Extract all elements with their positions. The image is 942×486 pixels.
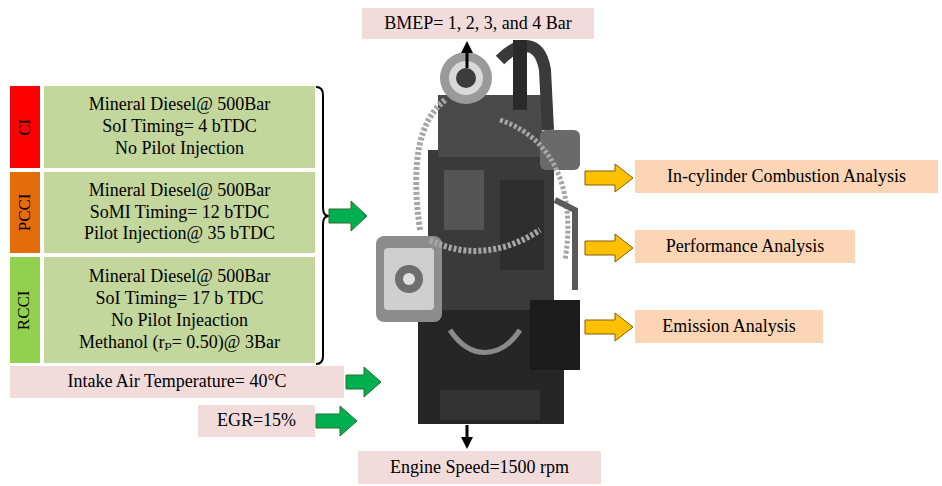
mode-settings-box: Mineral Diesel@ 500BarSoI Timing= 4 bTDC… bbox=[44, 86, 315, 168]
condition-box: EGR=15% bbox=[198, 405, 315, 437]
box-text: Engine Speed=1500 rpm bbox=[390, 457, 569, 479]
condition-box: BMEP= 1, 2, 3, and 4 Bar bbox=[362, 8, 594, 39]
mode-settings-box: Mineral Diesel@ 500BarSoI Timing= 17 b T… bbox=[44, 257, 315, 363]
box-text: BMEP= 1, 2, 3, and 4 Bar bbox=[384, 13, 572, 35]
box-text: Mineral Diesel@ 500Bar bbox=[89, 94, 271, 116]
box-text: Methanol (rₚ= 0.50)@ 3Bar bbox=[79, 332, 280, 354]
box-text: Performance Analysis bbox=[666, 236, 824, 258]
green-arrow bbox=[316, 201, 381, 436]
analysis-box: Emission Analysis bbox=[635, 310, 823, 343]
box-text: Mineral Diesel@ 500Bar bbox=[89, 180, 271, 202]
box-text: Intake Air Temperature= 40°C bbox=[67, 371, 286, 393]
mode-settings-box: Mineral Diesel@ 500BarSoMI Timing= 12 bT… bbox=[44, 172, 315, 253]
bracket bbox=[316, 87, 329, 364]
mode-tag: RCCI bbox=[10, 257, 40, 363]
box-text: SoI Timing= 17 b TDC bbox=[96, 288, 264, 310]
analysis-box: Performance Analysis bbox=[635, 230, 855, 263]
mode-label: PCCI bbox=[15, 194, 36, 232]
mode-tag: CI bbox=[10, 86, 40, 168]
condition-box: Intake Air Temperature= 40°C bbox=[10, 366, 344, 398]
box-text: No Pilot Injeaction bbox=[111, 310, 248, 332]
condition-box: Engine Speed=1500 rpm bbox=[358, 451, 601, 484]
box-text: EGR=15% bbox=[217, 410, 296, 432]
mode-label: RCCI bbox=[15, 290, 36, 330]
box-text: In-cylinder Combustion Analysis bbox=[667, 166, 906, 188]
black-arrow bbox=[461, 41, 473, 449]
mode-tag: PCCI bbox=[10, 172, 40, 253]
box-text: SoMI Timing= 12 bTDC bbox=[90, 202, 270, 224]
analysis-box: In-cylinder Combustion Analysis bbox=[635, 160, 938, 193]
box-text: Pilot Injection@ 35 bTDC bbox=[84, 223, 275, 245]
box-text: Emission Analysis bbox=[662, 316, 796, 338]
box-text: SoI Timing= 4 bTDC bbox=[102, 116, 257, 138]
box-text: Mineral Diesel@ 500Bar bbox=[89, 266, 271, 288]
box-text: No Pilot Injection bbox=[115, 138, 244, 160]
mode-label: CI bbox=[15, 118, 36, 135]
yellow-arrow bbox=[585, 164, 633, 341]
engine-photo bbox=[376, 40, 580, 424]
